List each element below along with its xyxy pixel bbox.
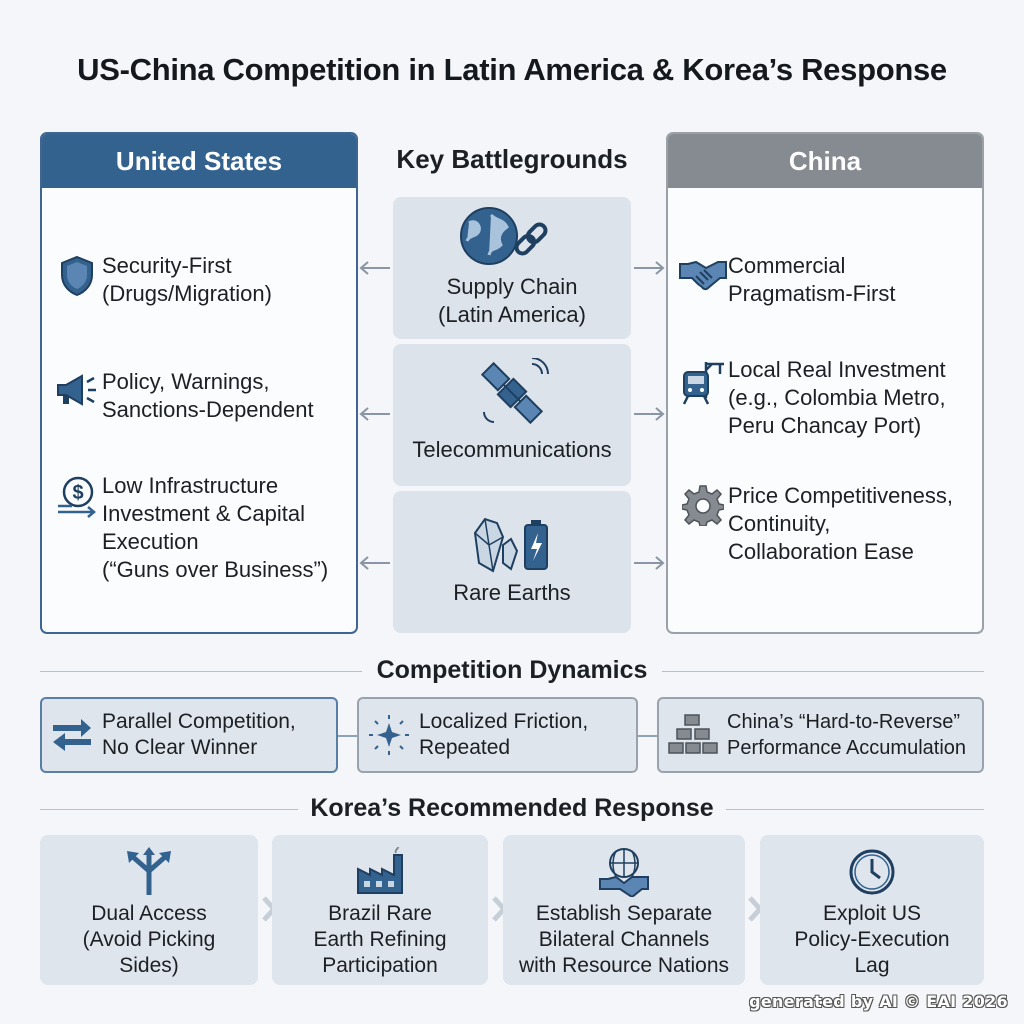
sparkle-icon <box>359 713 419 757</box>
arrow-right-1 <box>634 261 665 275</box>
dynamics-title: Competition Dynamics <box>376 656 648 684</box>
dynamics-connector-2 <box>638 735 658 737</box>
handshake-icon <box>678 252 728 294</box>
page-title: US-China Competition in Latin America & … <box>77 52 947 87</box>
arrow-right-2 <box>634 407 665 421</box>
us-panel: United States <box>40 132 358 634</box>
arrow-left-1 <box>359 261 390 275</box>
us-item-investment: $ Low Infrastructure Investment & Capita… <box>52 472 328 584</box>
china-header: China <box>668 134 982 188</box>
dynamics-connector-1 <box>338 735 358 737</box>
battleground-rare-earths: Rare Earths <box>393 491 631 633</box>
arrow-left-2 <box>359 407 390 421</box>
satellite-icon <box>480 358 549 425</box>
china-item-price: Price Competitiveness, Continuity, Colla… <box>678 482 953 566</box>
us-item-security: Security-First (Drugs/Migration) <box>52 252 272 308</box>
divider-dynamics-right <box>662 671 984 672</box>
response-bilateral-channels: Establish Separate Bilateral Channels wi… <box>503 835 745 985</box>
swap-arrows-icon <box>42 717 102 753</box>
divider-response-right <box>726 809 984 810</box>
battleground-telecom: Telecommunications <box>393 344 631 486</box>
china-panel: China <box>666 132 984 634</box>
china-item-investment: Local Real Investment (e.g., Colombia Me… <box>678 356 946 440</box>
response-dual-access: Dual Access (Avoid Picking Sides) <box>40 835 258 985</box>
globe-handshake-icon <box>599 848 649 897</box>
clock-icon <box>849 849 895 895</box>
dynamics-friction: Localized Friction, Repeated <box>357 697 638 773</box>
us-item-policy: Policy, Warnings, Sanctions-Dependent <box>52 368 314 424</box>
battleground-supply-chain: Supply Chain (Latin America) <box>393 197 631 339</box>
footer-credit: generated by AI © EAI 2026 <box>749 992 1008 1011</box>
stacked-blocks-icon <box>659 713 727 757</box>
divider-response-left <box>40 809 298 810</box>
arrow-right-3 <box>634 556 665 570</box>
svg-text:$: $ <box>72 482 83 504</box>
globe-chain-icon <box>460 207 548 265</box>
crystal-battery-icon <box>473 517 548 573</box>
train-crane-icon <box>678 356 728 406</box>
battlegrounds-title: Key Battlegrounds <box>396 144 628 174</box>
arrow-left-3 <box>359 556 390 570</box>
split-arrows-icon <box>127 847 171 895</box>
response-exploit-lag: Exploit US Policy-Execution Lag <box>760 835 984 985</box>
china-item-commercial: Commercial Pragmatism-First <box>678 252 895 308</box>
us-header: United States <box>42 134 356 188</box>
shield-icon <box>52 252 102 298</box>
dynamics-accumulation: China’s “Hard-to-Reverse” Performance Ac… <box>657 697 984 773</box>
divider-dynamics-left <box>40 671 362 672</box>
response-brazil-refining: Brazil Rare Earth Refining Participation <box>272 835 488 985</box>
dollar-coin-icon: $ <box>52 472 102 520</box>
factory-icon <box>357 847 403 894</box>
gear-icon <box>678 482 728 526</box>
megaphone-icon <box>52 368 102 410</box>
response-title: Korea’s Recommended Response <box>310 794 714 822</box>
dynamics-parallel: Parallel Competition, No Clear Winner <box>40 697 338 773</box>
